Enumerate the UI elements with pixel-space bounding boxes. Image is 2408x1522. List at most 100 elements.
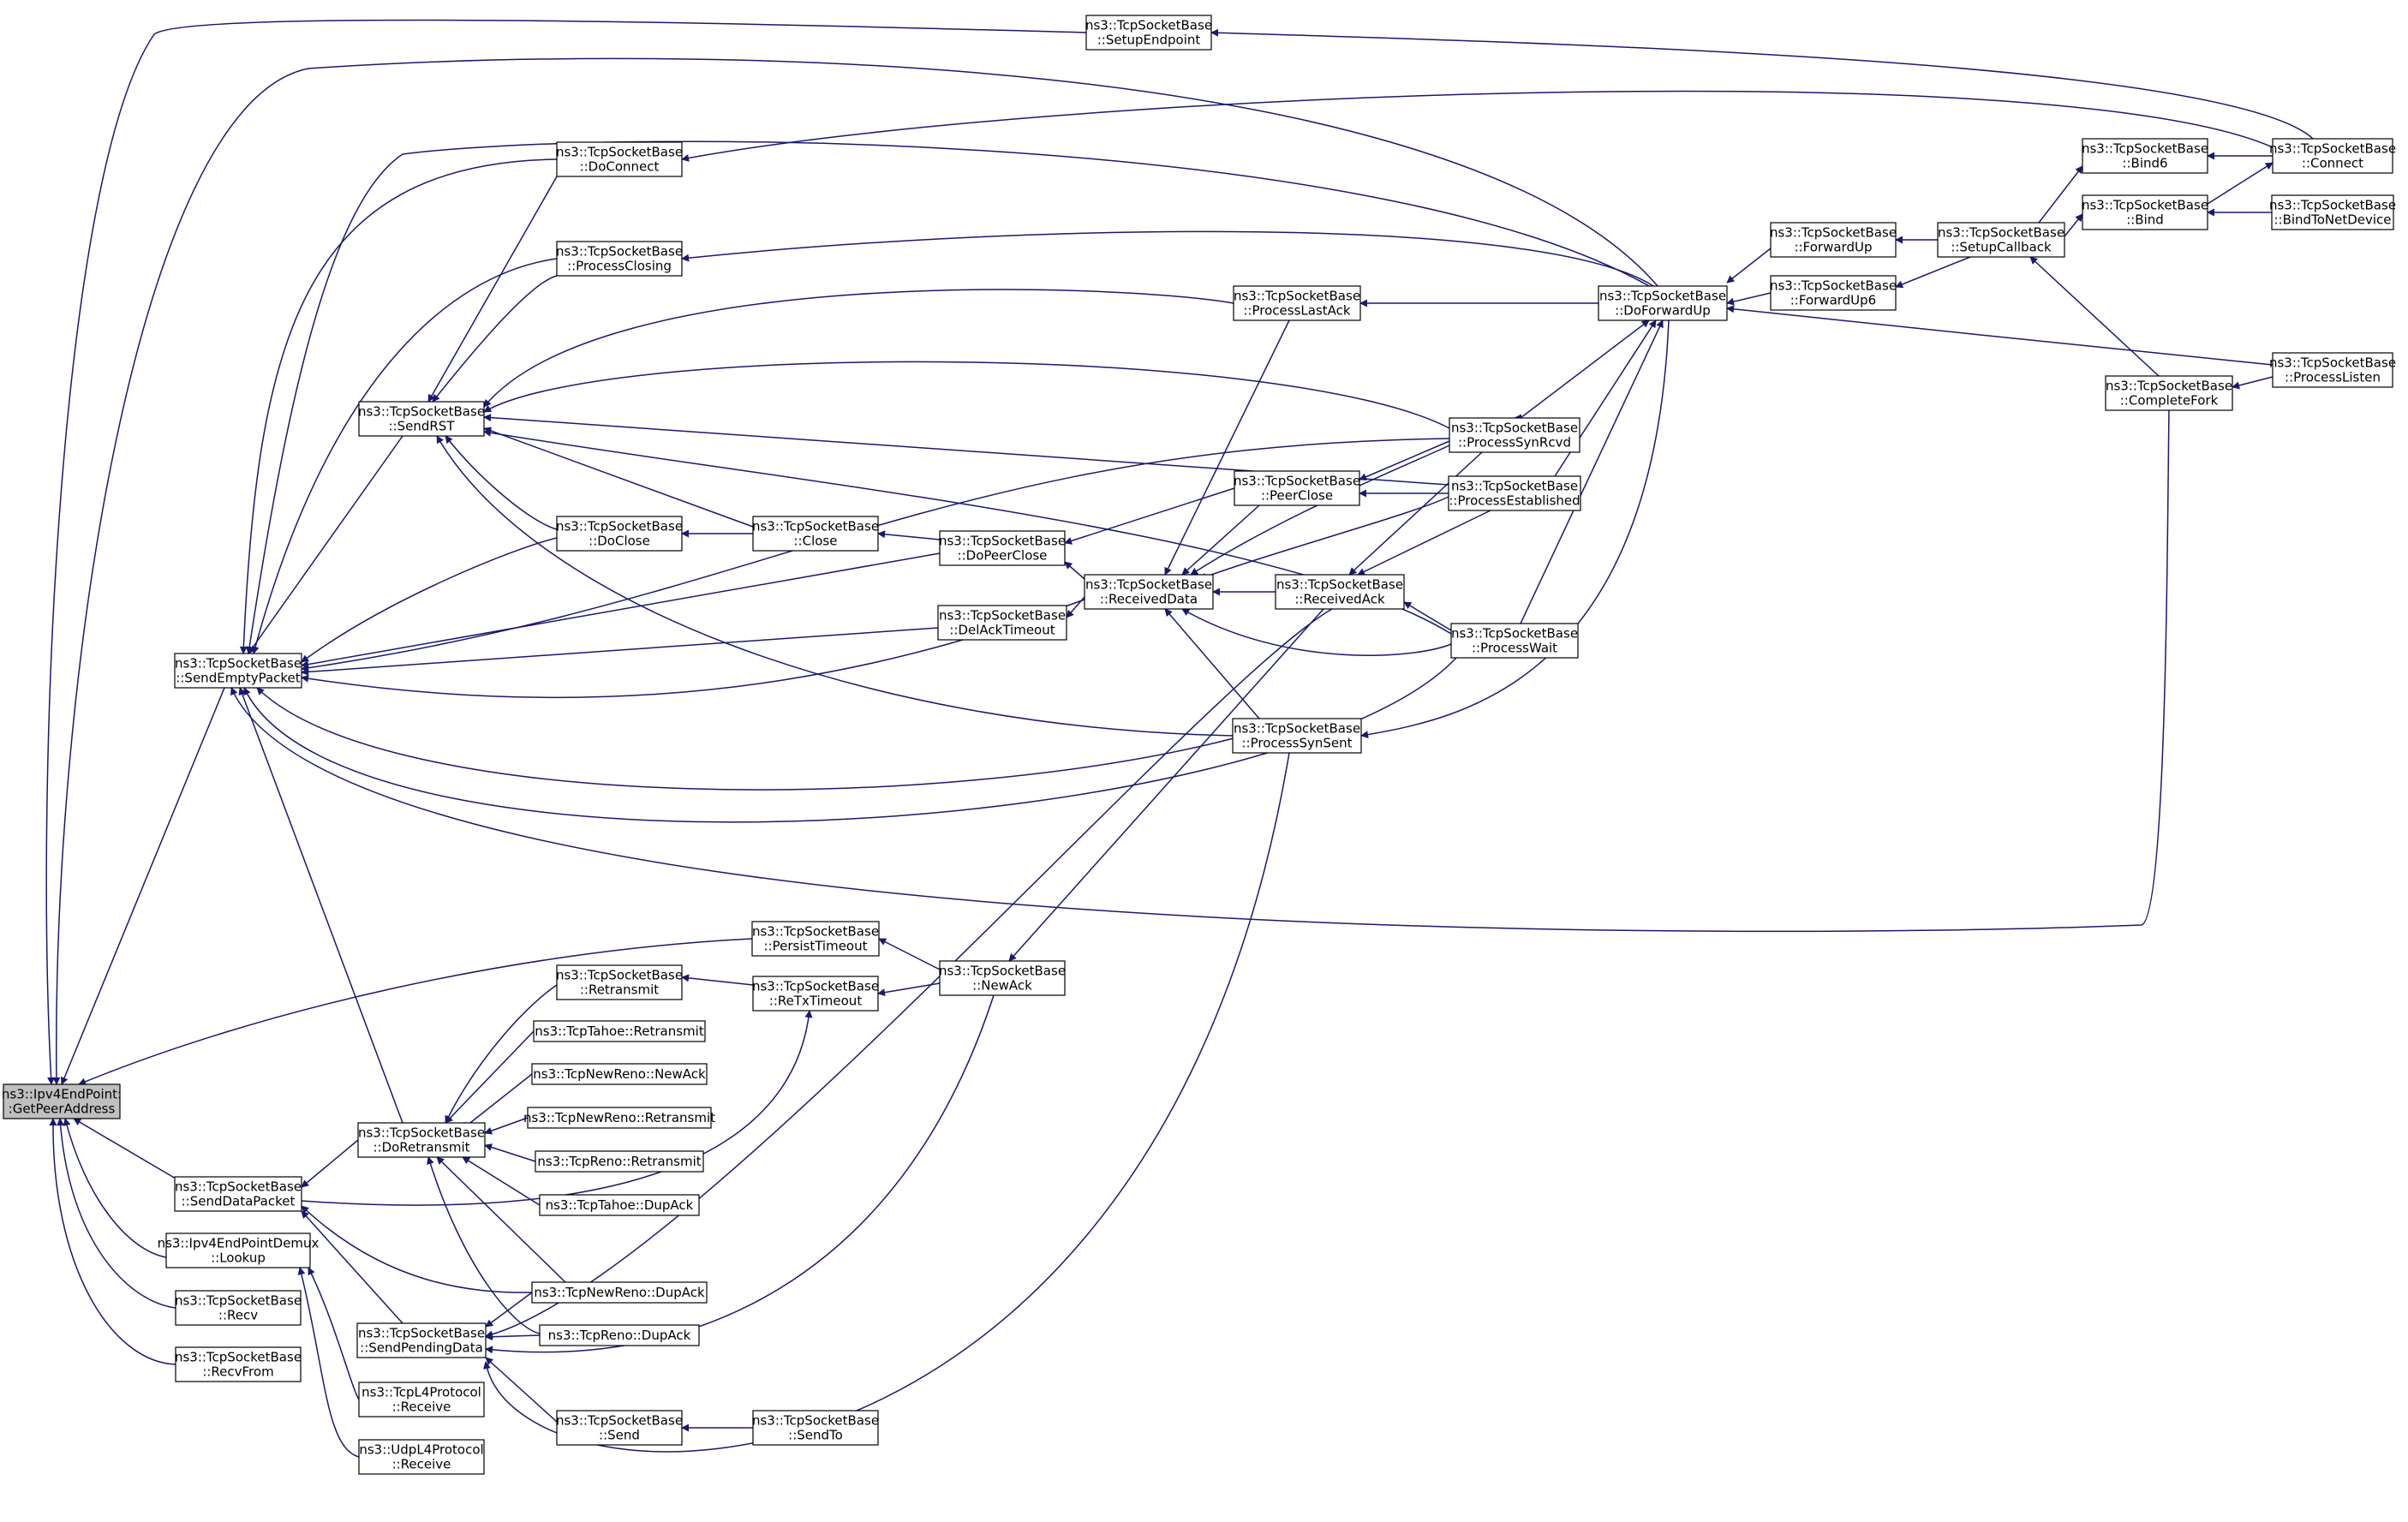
node-bind[interactable]: ns3::TcpSocketBase::Bind: [2082, 194, 2208, 230]
node-doforwardup[interactable]: ns3::TcpSocketBase::DoForwardUp: [1598, 285, 1728, 321]
node-label: ns3::Ipv4EndPoint:: [2, 1087, 122, 1102]
node-label: ::NewAck: [972, 978, 1032, 994]
edge-DoForwardUp-to-ProcessSynSent: [1360, 319, 1670, 739]
node-sendpendingdata[interactable]: ns3::TcpSocketBase::SendPendingData: [356, 1322, 487, 1358]
edge-root-from-SendEmptyPacket: [60, 687, 225, 1085]
node-bindtonetdevice[interactable]: ns3::TcpSocketBase::BindToNetDevice: [2269, 194, 2396, 230]
node-label: ::SetupEndpoint: [1097, 33, 1201, 48]
edge-SendEmptyPacket-from-DelAckTimeout: [301, 627, 939, 676]
node-close[interactable]: ns3::TcpSocketBase::Close: [752, 516, 879, 552]
node-box: [358, 1439, 485, 1475]
node-box: [1275, 574, 1405, 610]
node-label: ns3::TcpSocketBase: [358, 404, 485, 420]
node-dopeerclose[interactable]: ns3::TcpSocketBase::DoPeerClose: [939, 530, 1066, 566]
node-lookup[interactable]: ns3::Ipv4EndPointDemux::Lookup: [158, 1233, 320, 1268]
node-label: ::ProcessWait: [1472, 641, 1557, 656]
node-processlastack[interactable]: ns3::TcpSocketBase::ProcessLastAck: [1233, 285, 1361, 321]
node-label: ns3::TcpSocketBase: [2082, 198, 2208, 213]
node-setupcallback[interactable]: ns3::TcpSocketBase::SetupCallback: [1937, 222, 2065, 258]
edge-ProcessClosing-from-DoForwardUp: [681, 230, 1654, 287]
node-box: [1085, 15, 1212, 51]
node-connect[interactable]: ns3::TcpSocketBase::Connect: [2269, 138, 2396, 174]
node-forwardup[interactable]: ns3::TcpSocketBase::ForwardUp: [1770, 222, 1897, 258]
node-box: [1232, 718, 1362, 754]
node-label: ns3::TcpSocketBase: [1234, 474, 1360, 489]
edge-ReceivedAck-from-ProcessWait: [1403, 601, 1452, 631]
node-label: ::DoPeerClose: [958, 548, 1048, 564]
node-persisttimeout[interactable]: ns3::TcpSocketBase::PersistTimeout: [751, 921, 880, 957]
node-box: [357, 1122, 486, 1158]
node-doretransmit[interactable]: ns3::TcpSocketBase::DoRetransmit: [357, 1122, 486, 1158]
node-recv[interactable]: ns3::TcpSocketBase::Recv: [175, 1290, 302, 1326]
node-sendrst[interactable]: ns3::TcpSocketBase::SendRST: [358, 401, 485, 437]
node-tahoedupack[interactable]: ns3::TcpTahoe::DupAck: [539, 1194, 700, 1216]
node-box: [527, 1107, 712, 1129]
node-box: [2271, 194, 2394, 230]
edge-SendEmptyPacket-from-CompleteFork: [230, 409, 2170, 933]
node-newrenonewack[interactable]: ns3::TcpNewReno::NewAck: [531, 1063, 708, 1085]
node-senddatapacket[interactable]: ns3::TcpSocketBase::SendDataPacket: [174, 1176, 302, 1212]
node-tahoeretransmit[interactable]: ns3::TcpTahoe::Retransmit: [533, 1020, 706, 1042]
node-label: ns3::UdpL4Protocol: [359, 1442, 483, 1458]
node-send[interactable]: ns3::TcpSocketBase::Send: [556, 1410, 683, 1446]
node-processwait[interactable]: ns3::TcpSocketBase::ProcessWait: [1450, 623, 1579, 659]
node-bind6[interactable]: ns3::TcpSocketBase::Bind6: [2082, 138, 2208, 174]
node-tcpl4receive[interactable]: ns3::TcpL4Protocol::Receive: [358, 1382, 485, 1418]
nodes-layer: ns3::Ipv4EndPoint::GetPeerAddressns3::Tc…: [2, 15, 2396, 1475]
node-processlisten[interactable]: ns3::TcpSocketBase::ProcessListen: [2269, 352, 2396, 388]
edge-SendRST-from-DoConnect: [427, 176, 558, 403]
node-renodupack[interactable]: ns3::TcpReno::DupAck: [539, 1324, 700, 1346]
node-peerclose[interactable]: ns3::TcpSocketBase::PeerClose: [1234, 470, 1360, 506]
node-sendemptypacket[interactable]: ns3::TcpSocketBase::SendEmptyPacket: [174, 653, 302, 689]
edge-root-from-PersistTimeout: [78, 938, 753, 1086]
edge-ReceivedAck-from-ProcessEstablished: [1357, 510, 1491, 576]
edge-PeerClose-from-ProcessSynRcvd: [1359, 440, 1450, 480]
node-label: ns3::TcpSocketBase: [752, 924, 879, 940]
node-label: ns3::TcpSocketBase: [2269, 355, 2396, 371]
edge-DoForwardUp-from-ForwardUp: [1726, 248, 1772, 284]
node-label: ::Lookup: [211, 1250, 266, 1266]
edge-DoRetransmit-from-TahoeRetransmit: [445, 1030, 535, 1124]
node-label: ::ProcessListen: [2285, 370, 2381, 385]
node-box: [1937, 222, 2065, 258]
node-renoretransmit[interactable]: ns3::TcpReno::Retransmit: [535, 1150, 704, 1173]
node-box: [539, 1324, 700, 1346]
node-receivedack[interactable]: ns3::TcpSocketBase::ReceivedAck: [1275, 574, 1405, 610]
node-label: ns3::TcpSocketBase: [1770, 225, 1897, 241]
edge-SendPendingData-from-ReceivedAck: [485, 608, 1333, 1339]
node-recvfrom[interactable]: ns3::TcpSocketBase::RecvFrom: [175, 1346, 302, 1382]
node-retransmit[interactable]: ns3::TcpSocketBase::Retransmit: [556, 964, 683, 1000]
node-newack[interactable]: ns3::TcpSocketBase::NewAck: [939, 960, 1066, 996]
node-sendto[interactable]: ns3::TcpSocketBase::SendTo: [752, 1410, 879, 1446]
edge-SendRST-from-ProcessSynRcvd: [483, 361, 1450, 429]
node-setupendpoint[interactable]: ns3::TcpSocketBase::SetupEndpoint: [1085, 15, 1212, 51]
node-label: ns3::TcpSocketBase: [752, 979, 879, 994]
edge-SendEmptyPacket-from-ProcessClosing: [251, 258, 558, 654]
node-doclose[interactable]: ns3::TcpSocketBase::DoClose: [556, 516, 683, 552]
node-newrenodupack[interactable]: ns3::TcpNewReno::DupAck: [531, 1281, 708, 1304]
node-processsynsent[interactable]: ns3::TcpSocketBase::ProcessSynSent: [1232, 718, 1362, 754]
node-label: ::SendEmptyPacket: [176, 671, 300, 686]
edge-SetupCallback-from-CompleteFork: [2029, 256, 2160, 377]
edge-NewAck-from-ReceivedAck: [1008, 608, 1324, 962]
edge-ProcessListen-from-DoForwardUp: [1726, 305, 2274, 366]
node-label: ns3::TcpSocketBase: [1276, 577, 1403, 593]
node-box: [175, 1346, 302, 1382]
node-getpeeraddress[interactable]: ns3::Ipv4EndPoint::GetPeerAddress: [2, 1083, 122, 1119]
node-doconnect[interactable]: ns3::TcpSocketBase::DoConnect: [556, 141, 683, 177]
edge-SendPendingData-from-Send: [485, 1357, 558, 1423]
node-receiveddata[interactable]: ns3::TcpSocketBase::ReceivedData: [1084, 574, 1214, 610]
node-label: ::ProcessLastAck: [1243, 303, 1350, 319]
node-udpl4receive[interactable]: ns3::UdpL4Protocol::Receive: [358, 1439, 485, 1475]
node-processestablished[interactable]: ns3::TcpSocketBase::ProcessEstablished: [1448, 475, 1581, 511]
node-delacktimeout[interactable]: ns3::TcpSocketBase::DelAckTimeout: [937, 605, 1067, 641]
node-processclosing[interactable]: ns3::TcpSocketBase::ProcessClosing: [556, 241, 683, 277]
node-processsynrcvd[interactable]: ns3::TcpSocketBase::ProcessSynRcvd: [1449, 417, 1580, 453]
node-forwardup6[interactable]: ns3::TcpSocketBase::ForwardUp6: [1770, 275, 1897, 311]
edge-ReTxTimeout-from-NewAck: [877, 982, 941, 997]
node-box: [3, 1083, 121, 1119]
node-retxtimeout[interactable]: ns3::TcpSocketBase::ReTxTimeout: [752, 976, 879, 1012]
node-newrenoretransmit[interactable]: ns3::TcpNewReno::Retransmit: [523, 1107, 715, 1129]
node-label: ::ProcessSynRcvd: [1458, 435, 1571, 451]
node-completefork[interactable]: ns3::TcpSocketBase::CompleteFork: [2105, 375, 2233, 411]
